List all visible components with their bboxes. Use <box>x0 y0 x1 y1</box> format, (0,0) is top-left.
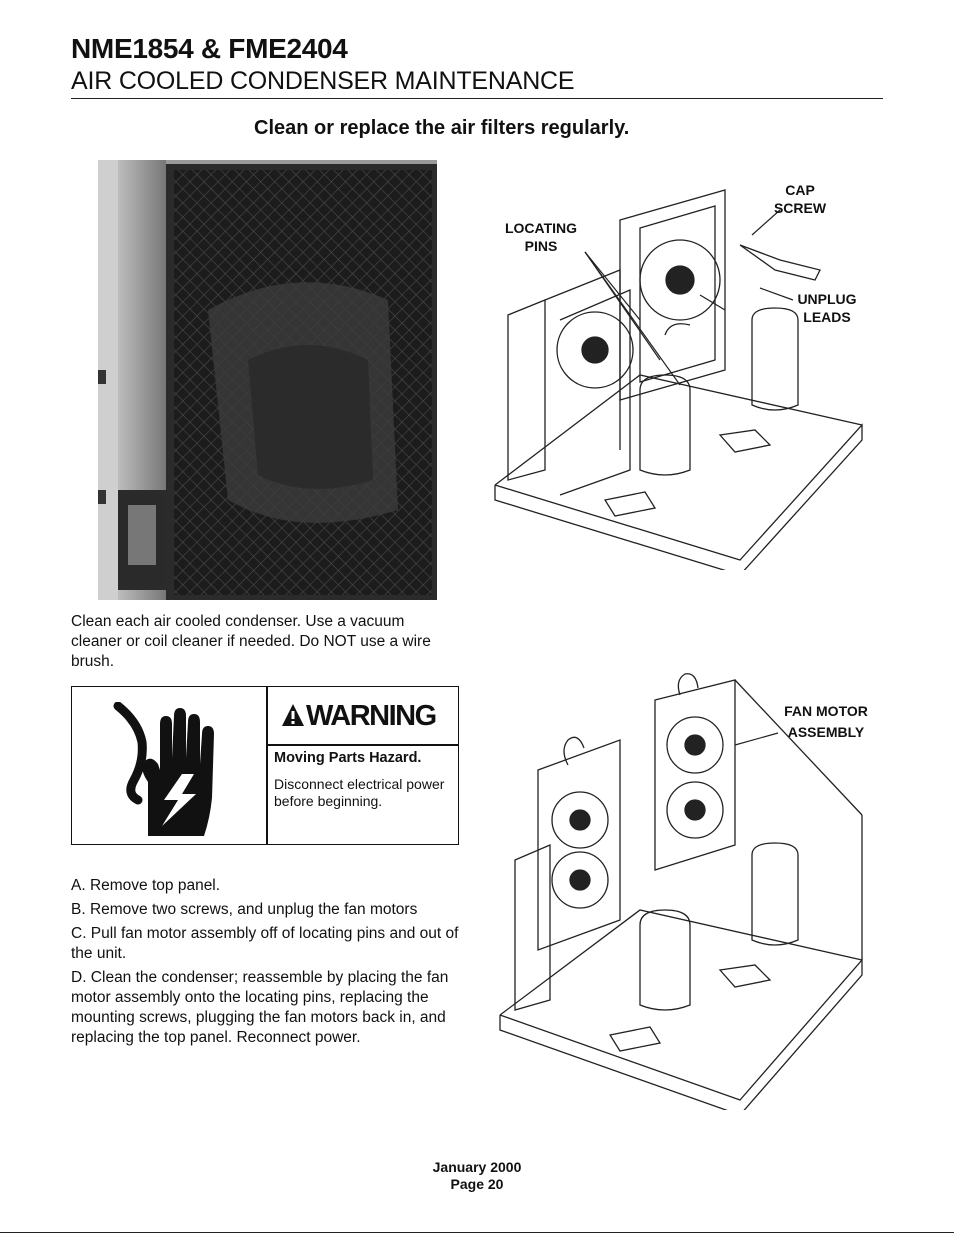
warning-text: Disconnect electrical power before begin… <box>274 776 445 809</box>
step-c: C. Pull fan motor assembly off of locati… <box>71 925 459 962</box>
diagram-top-unit <box>490 170 870 576</box>
header-divider <box>71 98 883 99</box>
label-locating-pins: LOCATING PINS <box>504 220 578 254</box>
warning-triangle-icon <box>281 703 305 732</box>
warning-title: Moving Parts Hazard. <box>274 750 422 766</box>
warning-box <box>71 686 459 845</box>
section-headline: Clean or replace the air filters regular… <box>254 117 630 139</box>
warning-label: WARNING <box>306 700 437 732</box>
electric-shock-hand-icon <box>108 701 220 843</box>
page-footer: January 2000 Page 20 <box>0 1159 954 1193</box>
footer-divider <box>0 1232 954 1233</box>
warning-divider <box>266 686 268 845</box>
label-unplug-leads: UNPLUG LEADS <box>797 291 857 325</box>
photo-caption: Clean each air cooled condenser. Use a v… <box>71 613 431 670</box>
footer-page-number: Page 20 <box>450 1176 504 1192</box>
step-a: A. Remove top panel. <box>71 877 221 894</box>
condenser-filter-photo <box>98 160 437 600</box>
diagram-bottom-unit <box>490 670 870 1116</box>
label-fan-motor-assembly: FAN MOTOR ASSEMBLY <box>784 703 868 740</box>
label-cap-screw: CAP SCREW <box>773 182 827 216</box>
page-title: NME1854 & FME2404 <box>71 33 348 64</box>
step-d: D. Clean the condenser; reassemble by pl… <box>71 969 449 1046</box>
step-b: B. Remove two screws, and unplug the fan… <box>71 901 418 918</box>
warning-header-rule <box>267 744 459 746</box>
page-subtitle: AIR COOLED CONDENSER MAINTENANCE <box>71 67 575 95</box>
footer-date: January 2000 <box>432 1159 522 1175</box>
steps-list: A. Remove top panel. B. Remove two screw… <box>71 876 463 1052</box>
